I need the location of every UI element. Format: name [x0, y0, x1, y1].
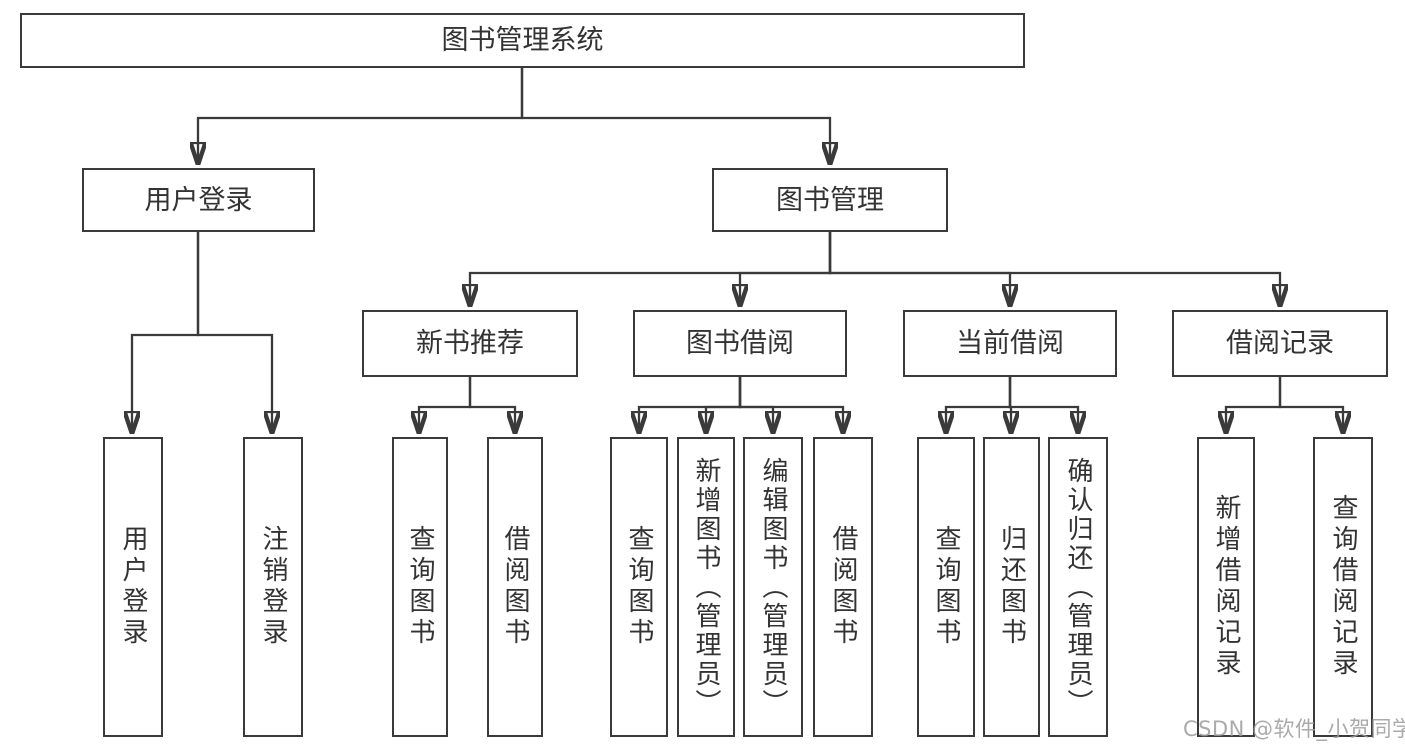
node-library-management-system: 图书管理系统 — [20, 13, 1025, 68]
connector-borrowing-to-add — [706, 377, 742, 432]
node-borrowing-records: 借阅记录 — [1172, 310, 1388, 377]
connector-new-books-to-borrow — [468, 377, 515, 432]
leaf-borrowing-query-books: 查询图书 — [610, 437, 668, 737]
node-book-borrowing: 图书借阅 — [633, 310, 847, 377]
connector-new-books-to-query — [419, 377, 472, 432]
node-current-borrowing: 当前借阅 — [903, 310, 1117, 377]
connector-borrowing-to-edit — [738, 377, 773, 432]
connector-book-mgmt-to-records — [828, 232, 1280, 305]
connector-current-to-query — [946, 377, 1012, 432]
connector-records-to-add — [1226, 377, 1282, 432]
connector-root-to-book-management — [520, 67, 830, 163]
leaf-current-return-books: 归还图书 — [983, 437, 1040, 737]
connector-user-login-to-logout — [196, 232, 272, 432]
node-user-login: 用户登录 — [82, 168, 315, 232]
leaf-borrowing-edit-books-admin: 编辑图书（管理员） — [743, 437, 803, 737]
node-book-management: 图书管理 — [712, 168, 948, 232]
leaf-newbooks-query-books: 查询图书 — [392, 437, 448, 737]
leaf-current-confirm-return-admin: 确认归还（管理员） — [1048, 437, 1108, 737]
leaf-current-query-books: 查询图书 — [917, 437, 975, 737]
connector-borrowing-to-borrow — [738, 377, 843, 432]
node-new-book-recommendation: 新书推荐 — [362, 310, 578, 377]
connector-current-to-confirm — [1008, 377, 1078, 432]
connector-book-mgmt-to-borrowing — [740, 232, 832, 305]
connector-borrowing-to-query — [639, 377, 742, 432]
connector-book-mgmt-to-new-books — [470, 232, 832, 305]
watermark-csdn: CSDN @软件_小贺同学 — [1183, 717, 1405, 741]
leaf-logout: 注销登录 — [243, 437, 303, 737]
connector-book-mgmt-to-current — [828, 232, 1010, 305]
leaf-records-add-record: 新增借阅记录 — [1197, 437, 1255, 737]
connector-user-login-to-login — [132, 232, 200, 432]
leaf-borrowing-borrow-books: 借阅图书 — [813, 437, 873, 737]
leaf-user-login: 用户登录 — [103, 437, 163, 737]
connector-records-to-query — [1278, 377, 1343, 432]
leaf-records-query-record: 查询借阅记录 — [1313, 437, 1373, 737]
leaf-borrowing-add-books-admin: 新增图书（管理员） — [677, 437, 735, 737]
leaf-newbooks-borrow-books: 借阅图书 — [487, 437, 543, 737]
connector-root-to-user-login — [198, 67, 524, 163]
